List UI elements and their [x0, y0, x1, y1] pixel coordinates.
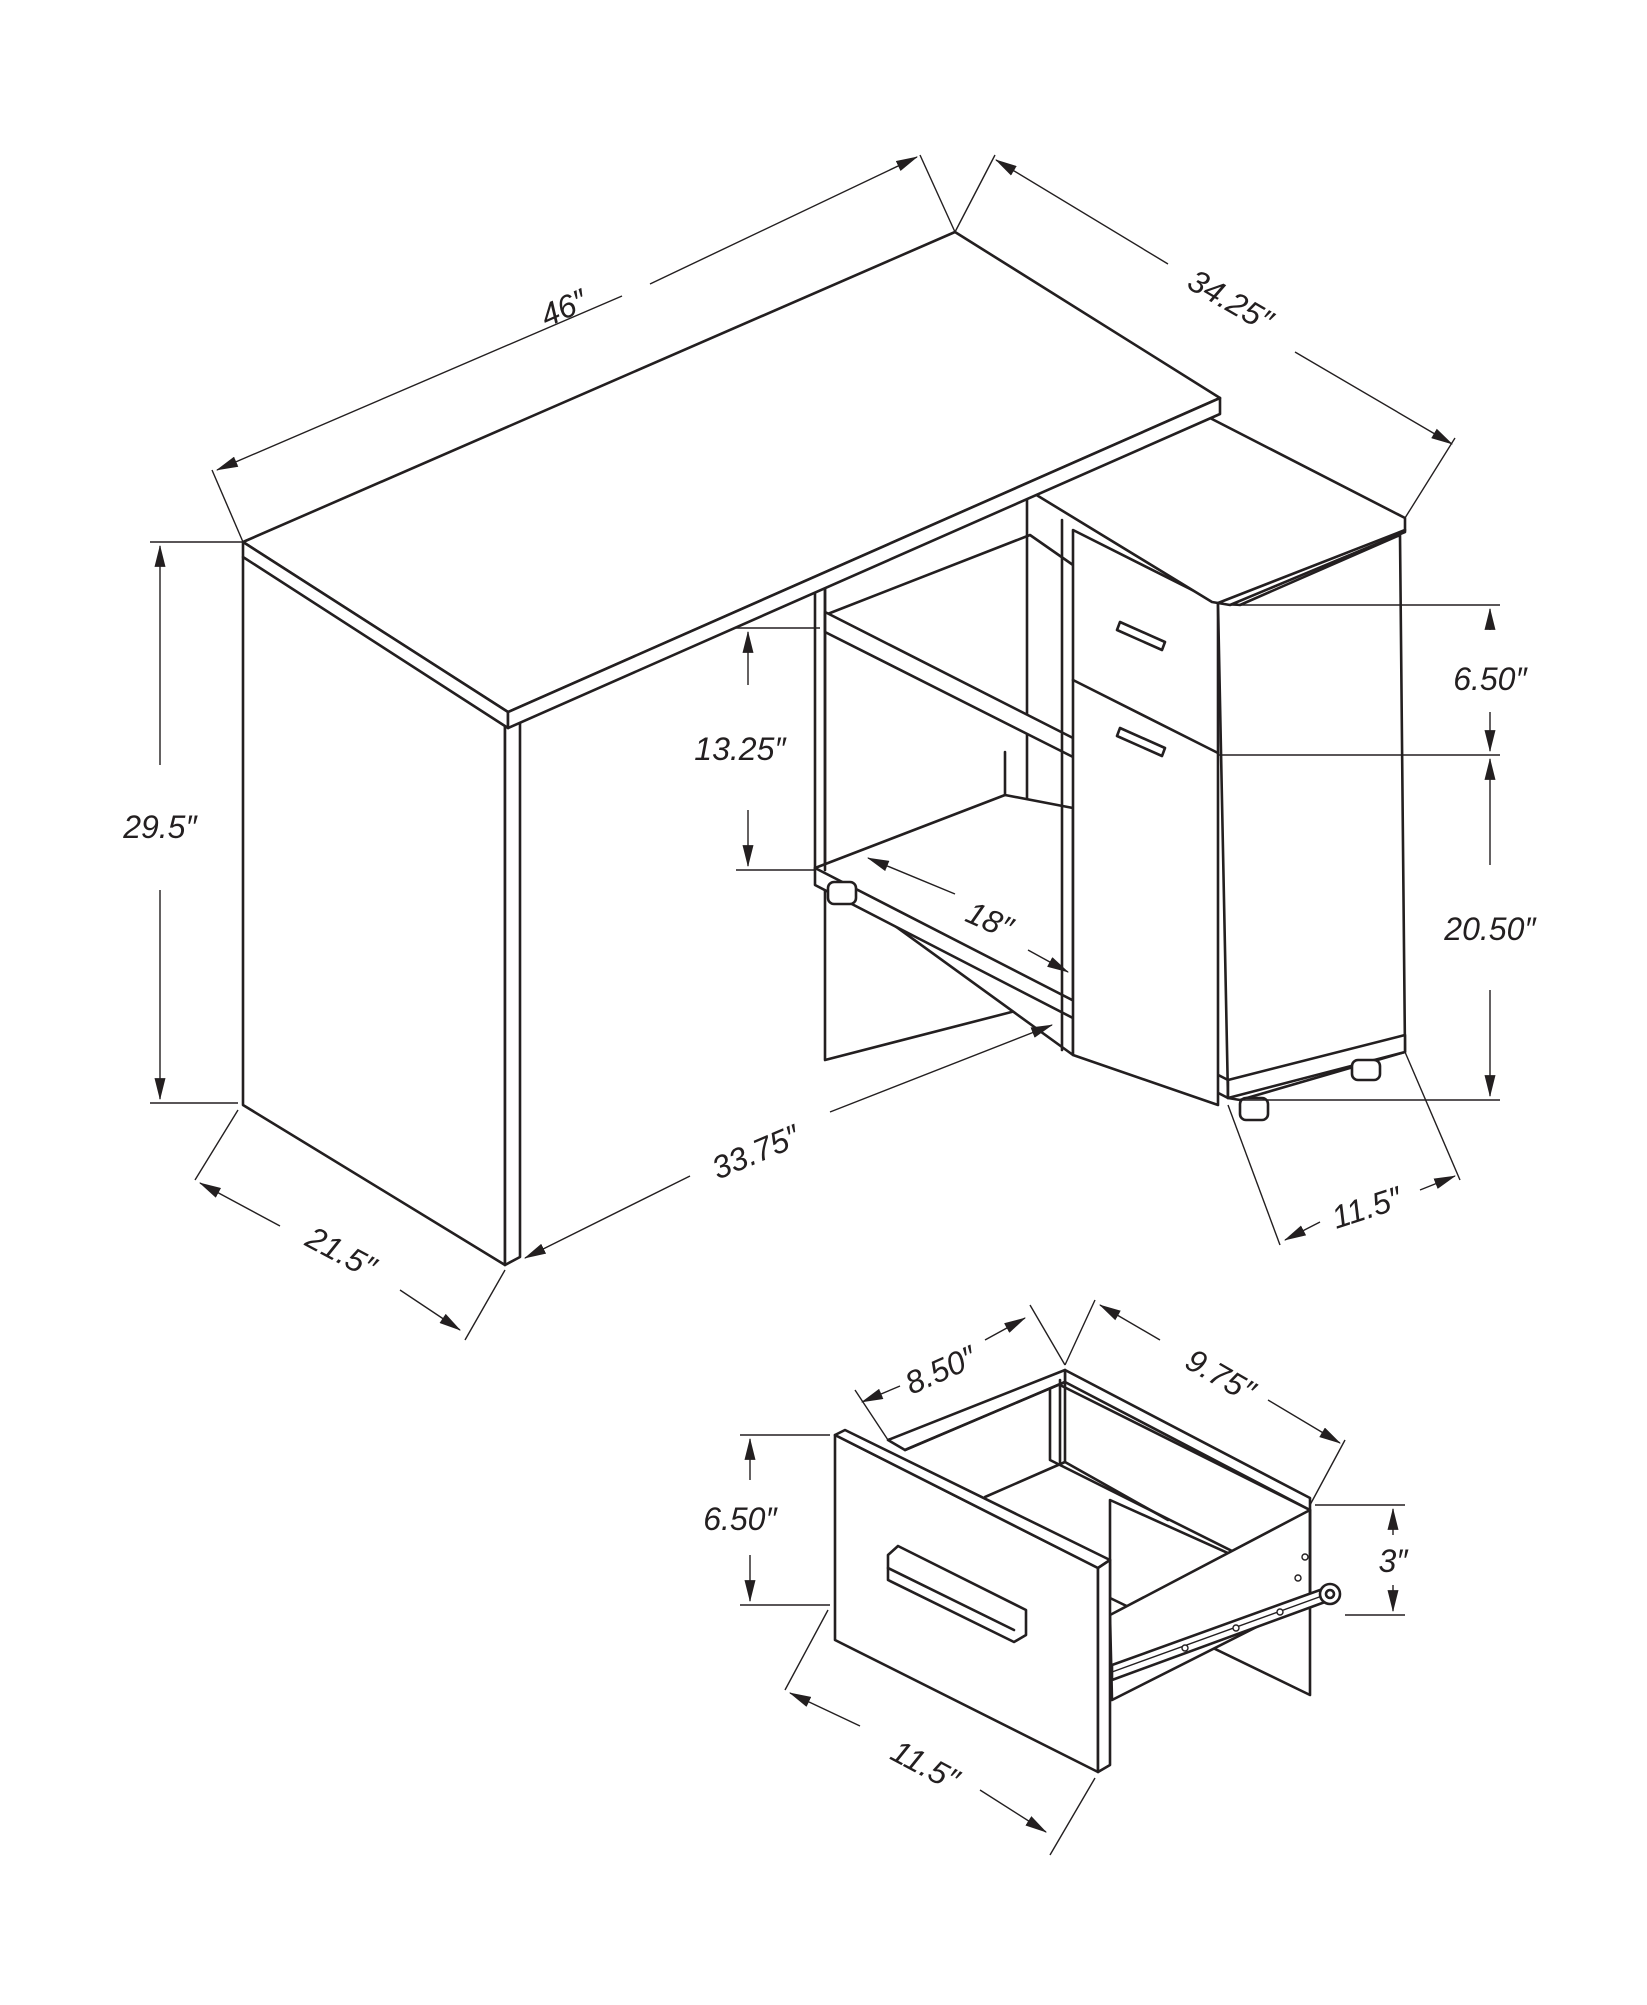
desk-foot-right [1238, 1096, 1270, 1122]
drawer-drawing [833, 1368, 1342, 1774]
desk-cabinet-side [1216, 533, 1407, 1102]
drawer-slide-wheel-hub [1324, 1588, 1336, 1600]
label-desk-cabinet-width: 11.5″ [1327, 1179, 1407, 1236]
label-desk-height: 29.5″ [122, 809, 198, 845]
desk-drawer-handle [1115, 620, 1167, 652]
desk-cabinet-front [1071, 528, 1220, 1107]
label-desk-side-depth: 21.5″ [299, 1219, 383, 1287]
label-desk-drawer-height: 6.50″ [1453, 661, 1528, 697]
desk-left-panel-edge [503, 705, 522, 1267]
desk-shelf-top [823, 533, 1075, 617]
drawer-slide-bolt-2 [1276, 1608, 1284, 1616]
drawer-slide-bolt [1294, 1574, 1302, 1582]
label-desk-total-depth: 34.25″ [1182, 262, 1281, 340]
drawer-handle-lip [886, 1566, 1016, 1632]
label-drawer-front-height: 6.50″ [703, 1501, 778, 1537]
drawer-front-side-edge [1096, 1558, 1112, 1774]
label-drawer-inner-width: 8.50″ [900, 1338, 983, 1402]
label-desk-knee-width: 33.75″ [707, 1117, 807, 1187]
dimension-lines [150, 154, 1500, 1856]
desk-foot-back [1350, 1058, 1382, 1082]
desk-door-handle [1115, 726, 1167, 758]
drawer-slide-bolt-5 [1301, 1553, 1309, 1561]
drawer-bottom-edge [983, 1460, 1067, 1499]
label-drawer-front-width: 11.5″ [885, 1733, 966, 1799]
desk-top-side-edge [506, 396, 1222, 730]
drawer-bottom-back [903, 1380, 1170, 1522]
drawer-slide-line [1111, 1595, 1323, 1673]
drawer-slide-bolt-4 [1181, 1644, 1189, 1652]
desk-foot-left [826, 880, 858, 906]
label-drawer-inner-depth: 9.75″ [1180, 1341, 1263, 1410]
label-desk-door-height: 20.50″ [1443, 911, 1537, 947]
label-desk-shelf-height: 13.25″ [694, 731, 787, 767]
desk-drawer-split [1071, 678, 1220, 755]
label-drawer-inner-height: 3″ [1378, 1543, 1409, 1579]
label-desk-width: 46″ [535, 281, 594, 334]
drawer-slide-bolt-3 [1232, 1624, 1240, 1632]
desk-drawing [241, 230, 1407, 1267]
desk-cabinet-top-edge [1216, 528, 1407, 605]
